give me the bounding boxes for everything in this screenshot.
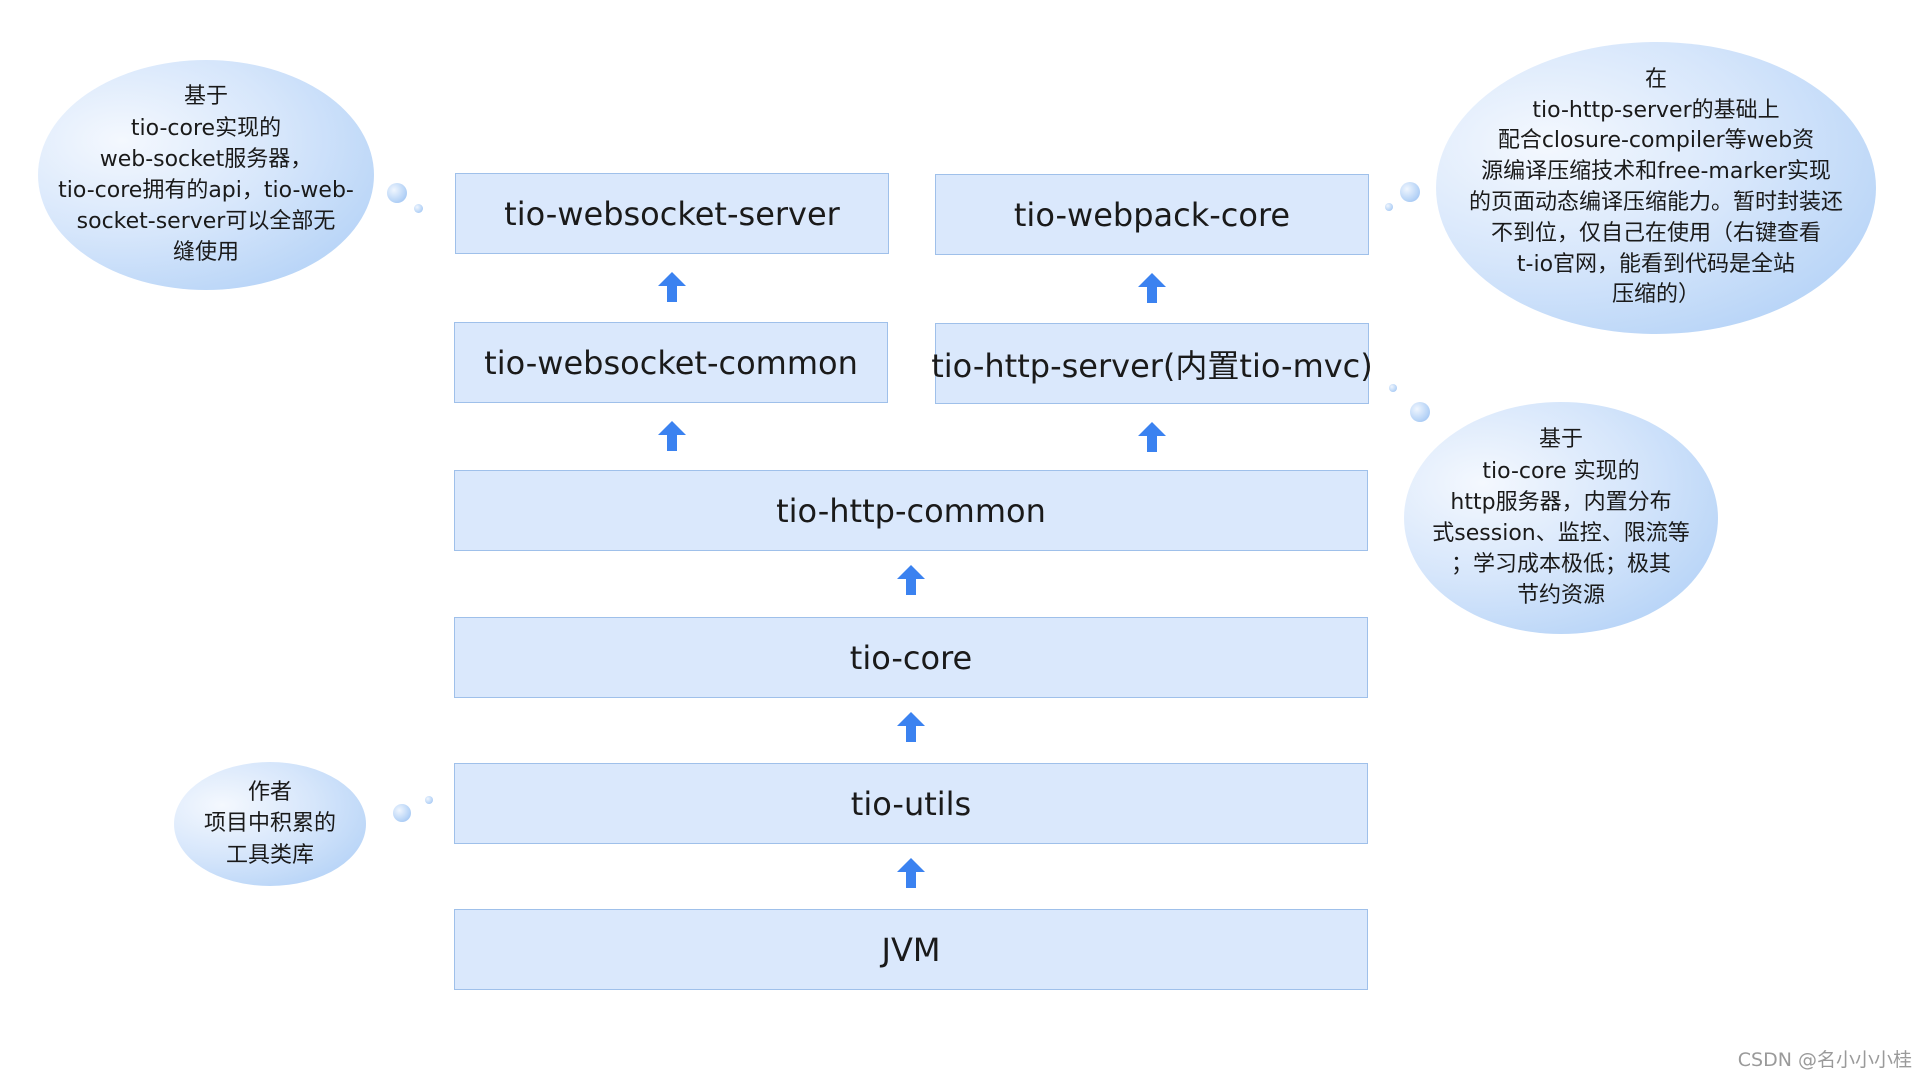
note-bubble-http: 基于 tio-core 实现的 http服务器，内置分布 式session、监控… (1404, 402, 1718, 634)
note-line: 项目中积累的 (203, 811, 336, 837)
up-arrow-icon (1138, 422, 1166, 452)
thought-dot (387, 183, 407, 203)
note-line: 基于 (1538, 427, 1583, 453)
note-line: 基于 (183, 84, 228, 110)
note-line: 的页面动态编译压缩能力。暂时封装还 (1468, 190, 1843, 215)
layer-label: tio-websocket-server (504, 194, 840, 233)
note-line: 作者 (247, 780, 292, 806)
note-bubble-utils: 作者 项目中积累的 工具类库 (174, 762, 366, 886)
layer-tio-websocket-server: tio-websocket-server (455, 173, 889, 254)
layer-label: tio-webpack-core (1013, 195, 1291, 234)
note-line: 不到位，仅自己在使用（右键查看 (1490, 220, 1821, 246)
layer-tio-utils: tio-utils (454, 763, 1368, 844)
layer-label: tio-websocket-common (484, 343, 858, 382)
thought-dot (1400, 182, 1420, 202)
note-line: 在 (1644, 66, 1667, 92)
note-line: 源编译压缩技术和free-marker实现 (1481, 159, 1831, 185)
up-arrow-icon (658, 421, 686, 451)
note-line: 压缩的） (1611, 282, 1700, 308)
up-arrow-icon (658, 272, 686, 302)
layer-label: JVM (881, 930, 941, 969)
layer-label: tio-http-common (776, 491, 1046, 530)
thought-dot (425, 796, 433, 804)
layer-tio-websocket-common: tio-websocket-common (454, 322, 888, 403)
thought-dot (1385, 203, 1393, 211)
up-arrow-icon (897, 858, 925, 888)
note-line: http服务器，内置分布 (1450, 489, 1672, 515)
note-line: socket-server可以全部无 (76, 209, 336, 235)
layer-tio-http-common: tio-http-common (454, 470, 1368, 551)
note-line: 节约资源 (1516, 583, 1605, 609)
layer-tio-http-server: tio-http-server(内置tio-mvc) (931, 323, 1373, 404)
note-line: 配合closure-compiler等web资 (1497, 128, 1815, 154)
note-line: 缝使用 (172, 240, 239, 266)
up-arrow-icon (897, 565, 925, 595)
note-line: web-socket服务器， (99, 146, 313, 172)
layer-label: tio-core (849, 638, 973, 677)
note-line: tio-core 实现的 (1482, 458, 1640, 484)
thought-dot (1410, 402, 1430, 422)
note-line: tio-core拥有的api，tio-web- (58, 178, 354, 203)
note-line: 工具类库 (225, 842, 314, 868)
layer-label: tio-utils (850, 784, 972, 823)
note-line: ；学习成本极低；极其 (1450, 552, 1671, 578)
up-arrow-icon (897, 712, 925, 742)
layer-tio-core: tio-core (454, 617, 1368, 698)
watermark: CSDN @名小小小桂 (1737, 1049, 1912, 1071)
note-line: 式session、监控、限流等 (1432, 521, 1690, 546)
up-arrow-icon (1138, 273, 1166, 303)
layer-jvm: JVM (454, 909, 1368, 990)
note-line: tio-http-server的基础上 (1532, 97, 1780, 123)
thought-dot (393, 804, 411, 822)
thought-dot (1389, 384, 1397, 392)
layer-label: tio-http-server(内置tio-mvc) (931, 346, 1373, 385)
note-bubble-webpack: 在 tio-http-server的基础上 配合closure-compiler… (1436, 42, 1876, 334)
note-line: t-io官网，能看到代码是全站 (1516, 251, 1796, 277)
note-bubble-websocket: 基于 tio-core实现的 web-socket服务器， tio-core拥有… (38, 60, 374, 290)
layer-tio-webpack-core: tio-webpack-core (935, 174, 1369, 255)
thought-dot (414, 204, 423, 213)
note-line: tio-core实现的 (130, 115, 282, 141)
